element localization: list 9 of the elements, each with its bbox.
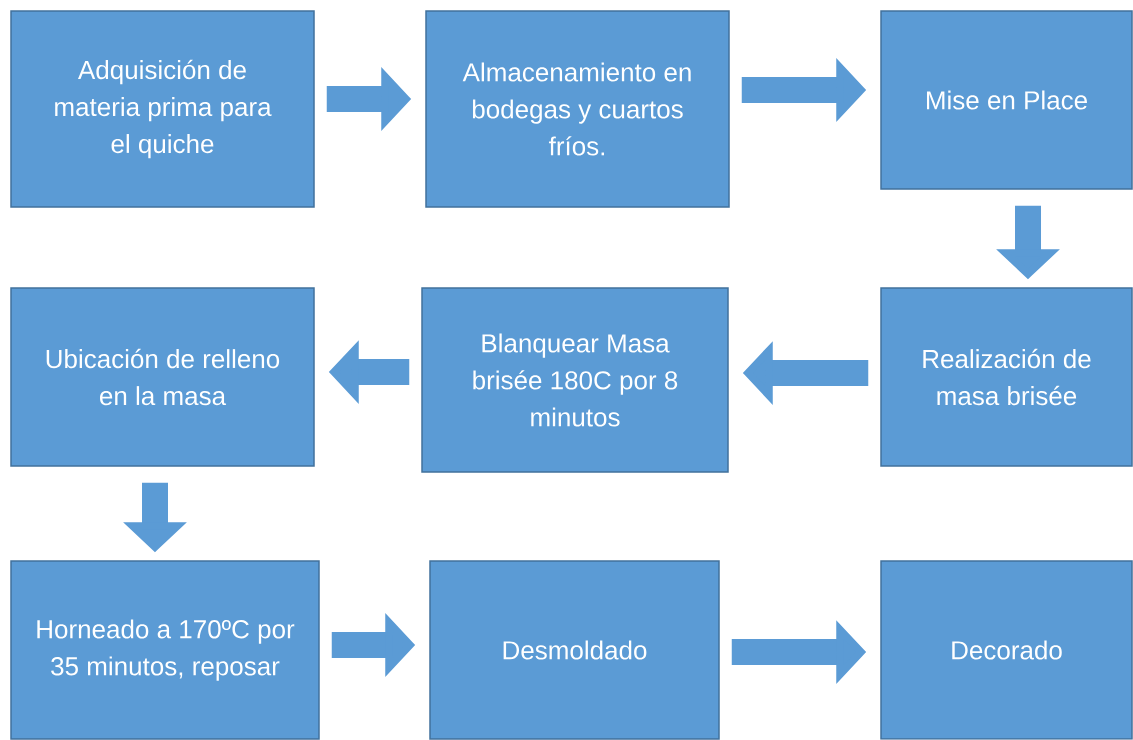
- process-box: Desmoldado: [429, 560, 720, 740]
- process-box: Decorado: [880, 560, 1133, 740]
- process-box: Horneado a 170ºC por 35 minutos, reposar: [10, 560, 320, 740]
- process-box: Ubicación de relleno en la masa: [10, 287, 315, 467]
- process-box: Realización de masa brisée: [880, 287, 1133, 467]
- process-box: Almacenamiento en bodegas y cuartos fríos.: [425, 10, 730, 208]
- process-box: Blanquear Masa brisée 180C por 8 minutos: [421, 287, 729, 473]
- process-box: Adquisición de materia prima para el quiche: [10, 10, 315, 208]
- process-box: Mise en Place: [880, 10, 1133, 190]
